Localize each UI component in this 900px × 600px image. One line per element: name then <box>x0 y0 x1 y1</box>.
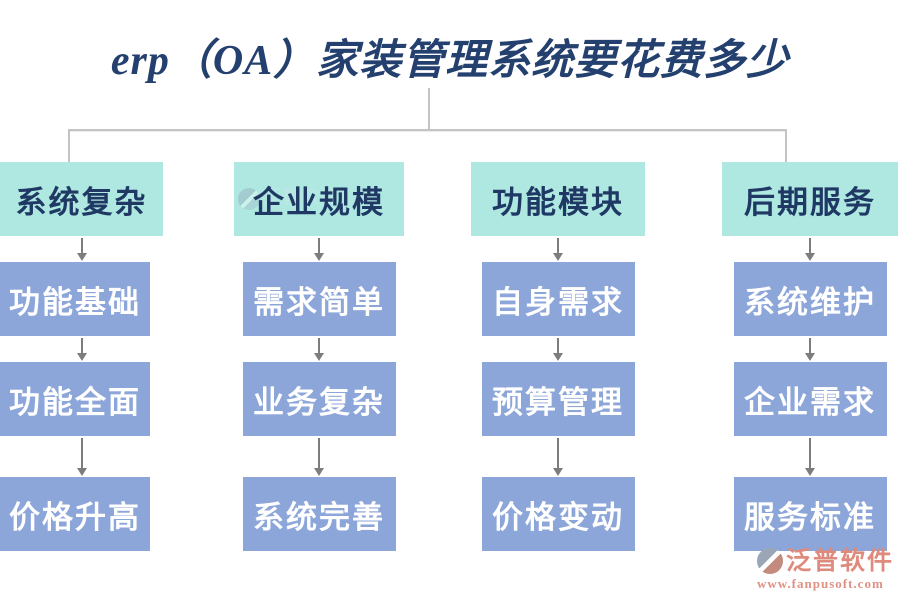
branch-node: 预算管理 <box>481 362 635 436</box>
down-arrow-icon <box>805 336 815 362</box>
down-arrow-icon <box>553 236 563 262</box>
down-arrow-icon <box>553 336 563 362</box>
down-arrow-icon <box>805 436 815 477</box>
fanpu-logo-icon <box>756 548 783 574</box>
branch-node: 系统完善 <box>242 477 396 551</box>
branch-node: 价格变动 <box>481 477 635 551</box>
branch-header-label: 后期服务 <box>744 184 876 220</box>
connector-vertical-left <box>68 129 70 163</box>
down-arrow-icon <box>553 436 563 477</box>
connector-vertical-right <box>785 129 787 163</box>
fanpu-brand-logo[interactable]: 泛普软件 www.fanpusoft.com <box>756 547 894 592</box>
branch-header: 后期服务 <box>722 162 898 236</box>
branch-node: 服务标准 <box>733 477 887 551</box>
down-arrow-icon <box>314 336 324 362</box>
page-title: erp（OA）家装管理系统要花费多少 <box>110 38 790 84</box>
branch-column-1: 系统复杂 功能基础 功能全面 价格升高 <box>0 162 163 551</box>
branch-node: 企业需求 <box>733 362 887 436</box>
branch-column-2: 泛普软件 FANPUSOFT 企业规模 需求简单 业务复杂 系统完善 <box>234 162 404 551</box>
down-arrow-icon <box>7 236 157 262</box>
branch-header-label: 功能模块 <box>492 184 624 220</box>
connector-horizontal <box>68 129 787 131</box>
down-arrow-icon <box>7 336 157 362</box>
down-arrow-icon <box>314 436 324 477</box>
branch-node: 业务复杂 <box>242 362 396 436</box>
branch-node: 系统维护 <box>733 262 887 336</box>
branch-node: 价格升高 <box>0 477 150 551</box>
down-arrow-icon <box>314 236 324 262</box>
branch-node: 功能基础 <box>0 262 150 336</box>
branch-header: 系统复杂 <box>0 162 163 236</box>
down-arrow-icon <box>805 236 815 262</box>
branch-column-4: 后期服务 系统维护 企业需求 服务标准 <box>722 162 898 551</box>
branch-node: 自身需求 <box>481 262 635 336</box>
branch-header-label: 系统复杂 <box>15 184 148 220</box>
down-arrow-icon <box>7 436 157 477</box>
connector-vertical-center <box>428 88 430 130</box>
branch-node: 功能全面 <box>0 362 150 436</box>
branch-column-3: 功能模块 自身需求 预算管理 价格变动 <box>471 162 645 551</box>
brand-name: 泛普软件 <box>785 547 894 575</box>
branch-header: 泛普软件 FANPUSOFT 企业规模 <box>234 162 404 236</box>
branch-node: 需求简单 <box>242 262 396 336</box>
branch-header-label: 企业规模 <box>253 184 385 220</box>
brand-url[interactable]: www.fanpusoft.com <box>756 576 884 591</box>
branch-header: 功能模块 <box>471 162 645 236</box>
